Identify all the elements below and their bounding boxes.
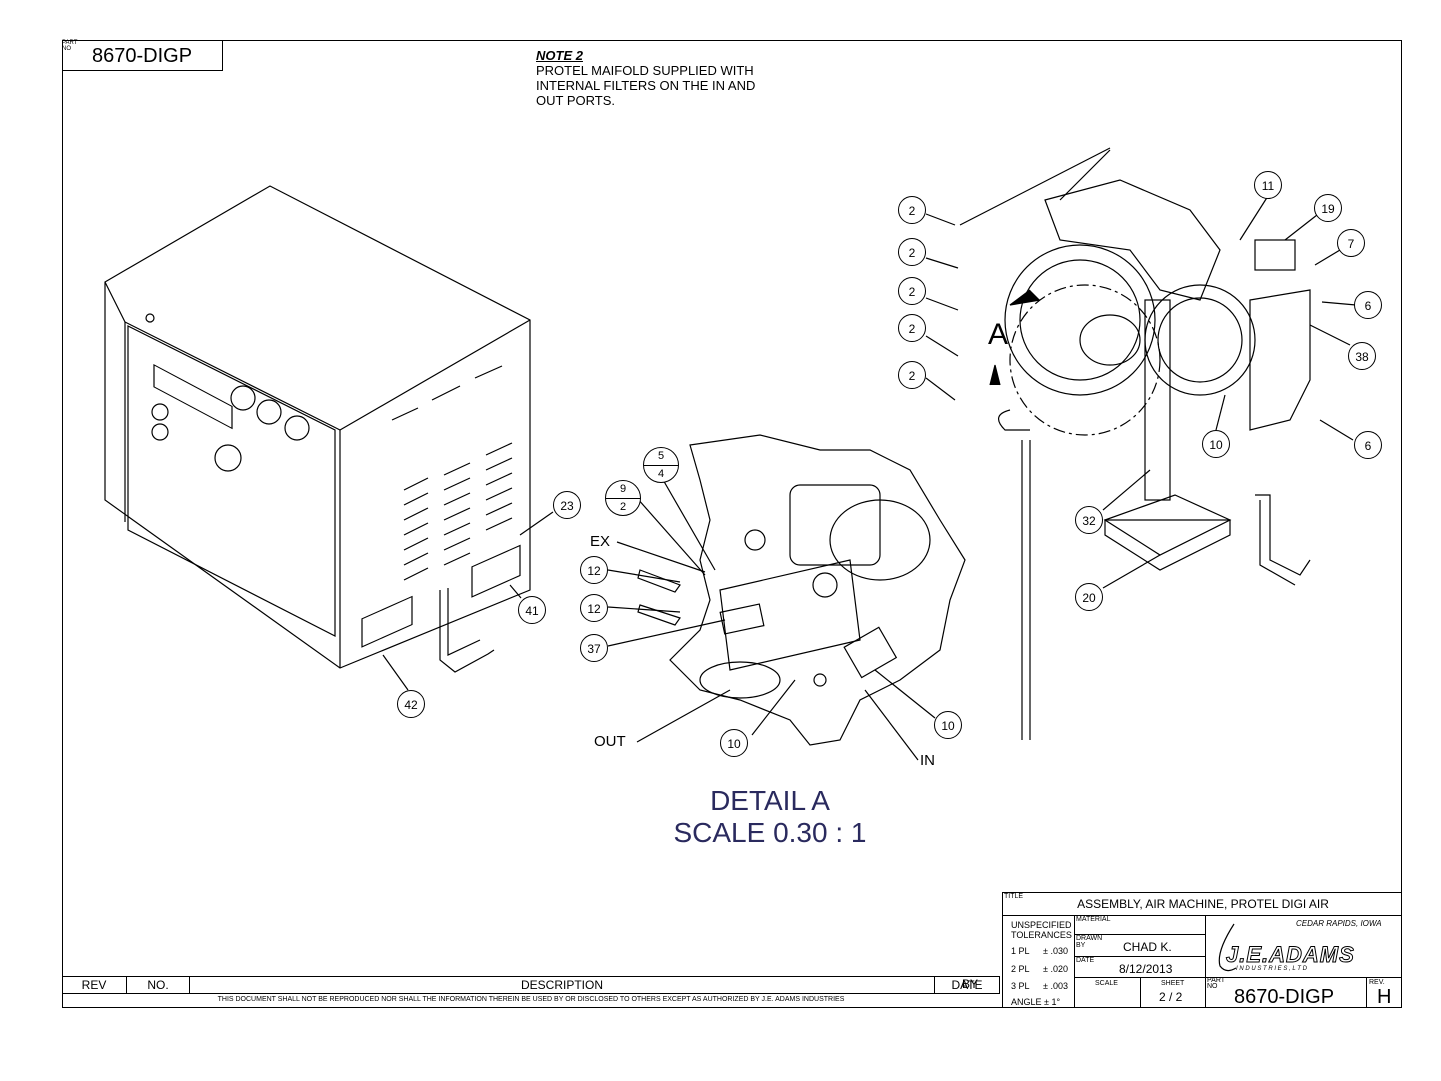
rev-cell: REV. H (1366, 977, 1402, 1008)
disclaimer: THIS DOCUMENT SHALL NOT BE REPRODUCED NO… (217, 996, 845, 1003)
cabinet-drawing (104, 185, 531, 673)
revision-block: REV NO. DESCRIPTION DATE (62, 976, 1000, 994)
port-label-ex: EX (590, 533, 611, 550)
tolerances-header: UNSPECIFIED TOLERANCES (1011, 920, 1072, 940)
callout-32: 32 (1075, 506, 1103, 534)
callout-2: 2 (898, 361, 926, 389)
part-no-value: 8670-DIGP (92, 45, 193, 67)
part-number-box: PART NO 8670-DIGP (62, 40, 223, 71)
tol-2pl-value: ± .020 (1043, 964, 1068, 974)
company-sub: I N D U S T R I E S , L T D (1236, 966, 1307, 972)
rev-value: H (1377, 986, 1392, 1008)
callout-10: 10 (934, 711, 962, 739)
part-no-cell: PART NO 8670-DIGP (1205, 977, 1367, 1008)
fraction-top: 9 (606, 481, 640, 499)
port-label-in: IN (920, 752, 935, 769)
scale-label: SCALE (1095, 980, 1118, 987)
drawn-by-cell: DRAWN BY CHAD K. (1074, 934, 1206, 957)
callout-37: 37 (580, 634, 608, 662)
drawing-date: 8/12/2013 (1119, 962, 1173, 976)
tb-part-label: PART NO (1207, 977, 1225, 990)
callout-2: 2 (898, 196, 926, 224)
callout-10: 10 (1202, 430, 1230, 458)
port-label-out: OUT (594, 733, 626, 750)
material-cell: MATERIAL (1074, 915, 1206, 935)
callout-7: 7 (1337, 229, 1365, 257)
drawing-title: ASSEMBLY, AIR MACHINE, PROTEL DIGI AIR (1077, 897, 1329, 911)
callout-10: 10 (720, 729, 748, 757)
drawn-by-label: DRAWN BY (1076, 935, 1103, 949)
tol-1pl: 1 PL (1011, 946, 1030, 956)
callout-19: 19 (1314, 194, 1342, 222)
callout-2: 2 (898, 277, 926, 305)
callout-12: 12 (580, 556, 608, 584)
rev-label: REV. (1369, 979, 1385, 986)
detail-a-drawing (669, 434, 966, 746)
date-header: DATE (935, 977, 1000, 994)
callout-20: 20 (1075, 583, 1103, 611)
sheet-label: SHEET (1161, 980, 1185, 987)
tolerances-cell: UNSPECIFIED TOLERANCES 1 PL ± .030 2 PL … (1002, 915, 1075, 1008)
scale-cell: SCALE (1074, 977, 1141, 1008)
tol-2pl: 2 PL (1011, 964, 1030, 974)
tb-part-no: 8670-DIGP (1234, 986, 1335, 1008)
date-cell: DATE 8/12/2013 (1074, 956, 1206, 978)
sheet-cell: SHEET 2 / 2 (1140, 977, 1206, 1008)
callout-12: 12 (580, 594, 608, 622)
drawing-border (62, 40, 1402, 1008)
cabinet-vents (391, 365, 513, 581)
company-cell: CEDAR RAPIDS, IOWA J.E.ADAMS I N D U S T… (1205, 915, 1402, 978)
date-label: DATE (1076, 957, 1095, 964)
material-label: MATERIAL (1076, 916, 1111, 923)
fraction-bottom: 4 (657, 468, 665, 480)
note-block: NOTE 2 PROTEL MAIFOLD SUPPLIED WITH INTE… (536, 48, 755, 108)
callout-42: 42 (397, 690, 425, 718)
callout-41: 41 (518, 596, 546, 624)
callout-2: 2 (898, 238, 926, 266)
callout-6: 6 (1354, 291, 1382, 319)
rev-header: REV (62, 977, 127, 994)
note-line: PROTEL MAIFOLD SUPPLIED WITH (536, 63, 754, 78)
callout-38: 38 (1348, 342, 1376, 370)
callout-2: 2 (898, 314, 926, 342)
title-cell: TITLE ASSEMBLY, AIR MACHINE, PROTEL DIGI… (1002, 892, 1402, 915)
company-logo: J.E.ADAMS (1226, 942, 1355, 968)
fraction-bottom: 2 (619, 501, 627, 513)
droplet-logo-icon (1218, 923, 1237, 972)
callout-5-4: 5 4 (643, 447, 679, 483)
fraction-top: 5 (644, 448, 678, 466)
callout-9-2: 9 2 (605, 480, 641, 516)
sheet-value: 2 / 2 (1159, 990, 1183, 1004)
detail-title: DETAIL A SCALE 0.30 : 1 (560, 785, 980, 849)
view-label-a: A (988, 318, 1009, 351)
note-line: OUT PORTS. (536, 93, 615, 108)
detail-name: DETAIL A (710, 785, 830, 816)
no-header: NO. (127, 977, 190, 994)
company-location: CEDAR RAPIDS, IOWA (1296, 919, 1382, 928)
leader-lines (382, 195, 1357, 761)
note-heading: NOTE 2 (536, 48, 583, 63)
air-machine-assembly (959, 147, 1311, 740)
tol-1pl-value: ± .030 (1043, 946, 1068, 956)
tol-3pl: 3 PL (1011, 981, 1030, 991)
detail-scale: SCALE 0.30 : 1 (673, 817, 867, 848)
part-no-label: PART NO (62, 40, 78, 52)
tol-angle: ANGLE ± 1° (1011, 997, 1061, 1007)
callout-11: 11 (1254, 171, 1282, 199)
by-header: BY (961, 977, 978, 991)
description-header: DESCRIPTION (190, 977, 935, 994)
tol-3pl-value: ± .003 (1043, 981, 1068, 991)
callout-6: 6 (1354, 431, 1382, 459)
drawn-by: CHAD K. (1123, 940, 1172, 954)
title-label: TITLE (1004, 893, 1024, 900)
callout-23: 23 (553, 491, 581, 519)
note-line: INTERNAL FILTERS ON THE IN AND (536, 78, 756, 93)
